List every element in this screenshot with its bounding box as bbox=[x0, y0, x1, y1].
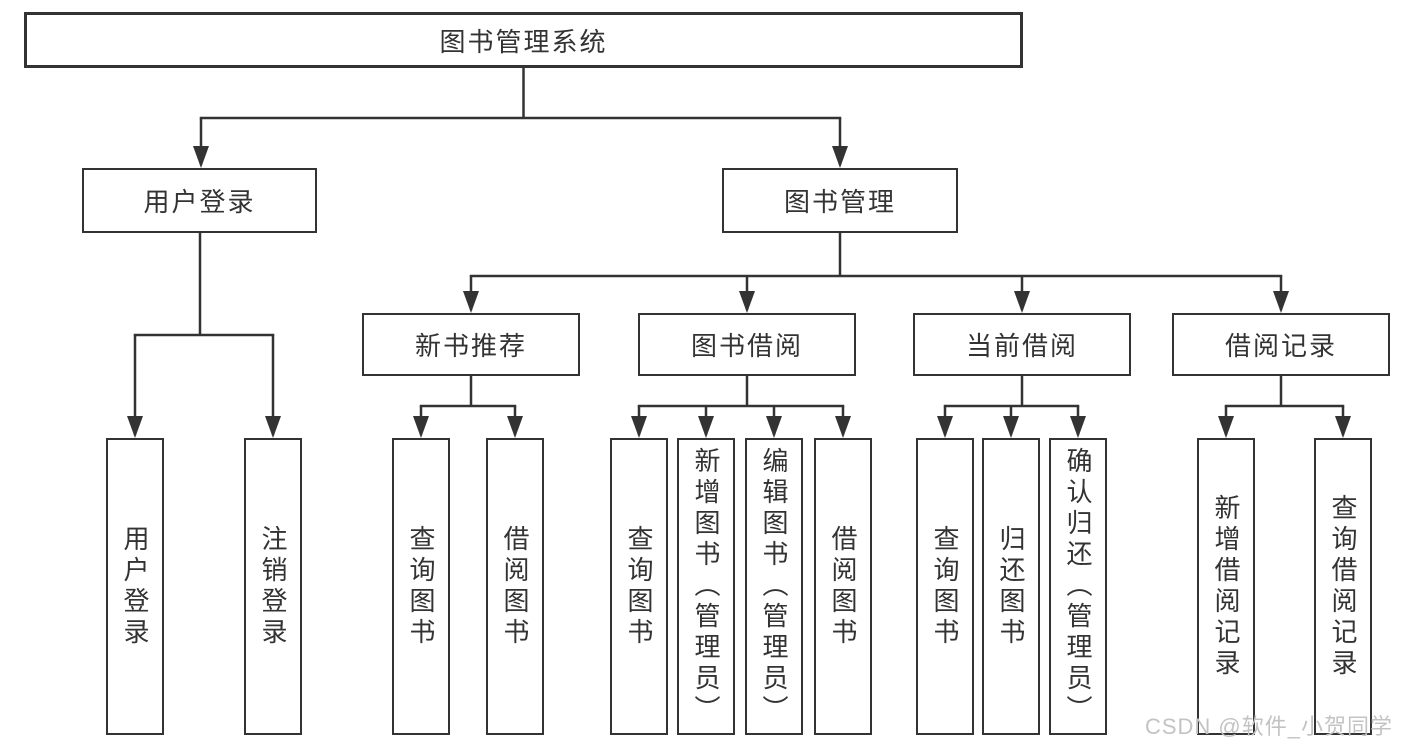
arrowhead-icon-4-3 bbox=[835, 416, 851, 438]
node-leaf-cb-return: 归还图书 bbox=[982, 438, 1040, 735]
node-leaf-br-query: 查询借阅记录 bbox=[1314, 438, 1372, 735]
arrowhead-icon-4-1 bbox=[698, 416, 714, 438]
node-borrow-record-label: 借阅记录 bbox=[1224, 331, 1337, 361]
node-leaf-bb-borrow: 借阅图书 bbox=[814, 438, 872, 735]
node-book-mgmt-label: 图书管理 bbox=[783, 187, 896, 217]
node-leaf-cb-query: 查询图书 bbox=[916, 438, 974, 735]
node-current-borrow-label: 当前借阅 bbox=[965, 331, 1078, 361]
arrowhead-icon-0-0 bbox=[193, 146, 209, 168]
arrowhead-icon-1-0 bbox=[127, 416, 143, 438]
arrowhead-icon-5-0 bbox=[937, 416, 953, 438]
node-leaf-bb-add: 新增图书（管理员） bbox=[677, 438, 735, 735]
node-leaf-br-query-label: 查询借阅记录 bbox=[1328, 493, 1358, 680]
node-leaf-user-login-label: 用户登录 bbox=[120, 524, 150, 649]
node-book-borrow: 图书借阅 bbox=[638, 313, 856, 376]
arrowhead-icon-3-0 bbox=[413, 416, 429, 438]
arrowhead-icon-2-0 bbox=[463, 291, 479, 313]
node-user-login-label: 用户登录 bbox=[143, 187, 256, 217]
node-leaf-cb-confirm-label: 确认归还（管理员） bbox=[1063, 447, 1093, 726]
arrowhead-icon-3-1 bbox=[507, 416, 523, 438]
node-leaf-bb-borrow-label: 借阅图书 bbox=[828, 524, 858, 649]
node-new-book-rec: 新书推荐 bbox=[362, 313, 580, 376]
arrowhead-icon-5-2 bbox=[1070, 416, 1086, 438]
node-leaf-cb-query-label: 查询图书 bbox=[930, 524, 960, 649]
node-leaf-rec-query-label: 查询图书 bbox=[406, 524, 436, 649]
node-leaf-cb-return-label: 归还图书 bbox=[996, 524, 1026, 649]
arrowhead-icon-2-1 bbox=[739, 291, 755, 313]
node-book-mgmt: 图书管理 bbox=[722, 168, 958, 233]
arrowhead-icon-4-2 bbox=[766, 416, 782, 438]
node-current-borrow: 当前借阅 bbox=[913, 313, 1131, 376]
node-leaf-cb-confirm: 确认归还（管理员） bbox=[1049, 438, 1107, 735]
node-book-borrow-label: 图书借阅 bbox=[690, 331, 803, 361]
node-root: 图书管理系统 bbox=[24, 12, 1023, 68]
node-leaf-bb-edit-label: 编辑图书（管理员） bbox=[759, 447, 789, 726]
node-leaf-br-add: 新增借阅记录 bbox=[1197, 438, 1255, 735]
arrowhead-icon-2-2 bbox=[1014, 291, 1030, 313]
node-leaf-br-add-label: 新增借阅记录 bbox=[1211, 493, 1241, 680]
node-user-login: 用户登录 bbox=[82, 168, 317, 233]
node-leaf-rec-borrow: 借阅图书 bbox=[486, 438, 544, 735]
node-leaf-logout: 注销登录 bbox=[244, 438, 302, 735]
node-leaf-bb-query-label: 查询图书 bbox=[624, 524, 654, 649]
arrowhead-icon-1-1 bbox=[265, 416, 281, 438]
arrowhead-icon-2-3 bbox=[1273, 291, 1289, 313]
arrowhead-icon-6-0 bbox=[1218, 416, 1234, 438]
arrowhead-icon-6-1 bbox=[1335, 416, 1351, 438]
node-leaf-rec-borrow-label: 借阅图书 bbox=[500, 524, 530, 649]
node-leaf-bb-query: 查询图书 bbox=[610, 438, 668, 735]
node-leaf-user-login: 用户登录 bbox=[106, 438, 164, 735]
node-leaf-bb-add-label: 新增图书（管理员） bbox=[691, 447, 721, 726]
node-borrow-record: 借阅记录 bbox=[1172, 313, 1390, 376]
node-root-label: 图书管理系统 bbox=[439, 26, 608, 57]
arrowhead-icon-0-1 bbox=[832, 146, 848, 168]
node-leaf-rec-query: 查询图书 bbox=[392, 438, 450, 735]
arrowhead-icon-5-1 bbox=[1003, 416, 1019, 438]
csdn-watermark: CSDN @软件_小贺同学 bbox=[1144, 714, 1393, 739]
node-leaf-bb-edit: 编辑图书（管理员） bbox=[745, 438, 803, 735]
arrowhead-icon-4-0 bbox=[631, 416, 647, 438]
node-new-book-rec-label: 新书推荐 bbox=[414, 331, 527, 361]
node-leaf-logout-label: 注销登录 bbox=[258, 524, 288, 649]
